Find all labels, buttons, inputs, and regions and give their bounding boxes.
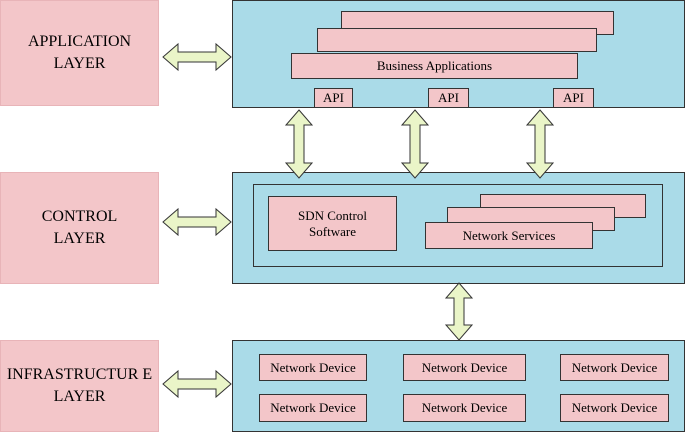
network-device-text-4: Network Device: [270, 400, 356, 416]
control-layer-text: CONTROL LAYER: [41, 208, 118, 247]
business-applications-text: Business Applications: [376, 58, 493, 74]
network-device-1: Network Device: [259, 354, 367, 381]
network-device-5: Network Device: [403, 394, 526, 422]
api-vertical-arrow-1: [284, 109, 314, 179]
network-device-text-3: Network Device: [571, 359, 658, 375]
sdn-control-software-text: SDN Control Software: [298, 207, 367, 239]
network-device-text-2: Network Device: [421, 359, 508, 375]
network-services-box: Network Services: [425, 222, 593, 249]
infrastructure-layer-label: INFRASTRUCTUR E LAYER: [0, 340, 159, 432]
api-text-1: API: [323, 90, 344, 106]
control-inner-frame: [253, 184, 663, 267]
application-layer-text: APPLICATION LAYER: [27, 33, 132, 72]
api-text-2: API: [438, 90, 459, 106]
sdn-control-software-box: SDN Control Software: [268, 196, 397, 251]
application-layer-label: APPLICATION LAYER: [0, 0, 159, 106]
control-infrastructure-vertical-arrow: [444, 282, 474, 341]
api-box-2: API: [428, 88, 469, 108]
api-vertical-arrow-2: [400, 109, 430, 179]
control-layer-label: CONTROL LAYER: [0, 172, 159, 284]
api-box-3: API: [553, 88, 594, 108]
infrastructure-layer-text: INFRASTRUCTUR E LAYER: [6, 366, 153, 405]
network-services-text: Network Services: [462, 227, 556, 243]
network-device-4: Network Device: [259, 394, 367, 422]
application-horizontal-arrow: [162, 42, 232, 72]
api-box-1: API: [314, 88, 353, 108]
network-device-6: Network Device: [560, 394, 669, 422]
network-device-text-6: Network Device: [571, 400, 658, 416]
network-device-3: Network Device: [560, 354, 669, 381]
control-horizontal-arrow: [162, 207, 232, 237]
network-device-2: Network Device: [403, 354, 526, 381]
infrastructure-horizontal-arrow: [162, 369, 232, 399]
business-app-stack-middle: [317, 28, 597, 52]
business-applications-box: Business Applications: [291, 53, 578, 79]
api-vertical-arrow-3: [525, 109, 555, 179]
network-device-text-1: Network Device: [270, 359, 356, 375]
api-text-3: API: [563, 90, 584, 106]
network-device-text-5: Network Device: [421, 400, 508, 416]
